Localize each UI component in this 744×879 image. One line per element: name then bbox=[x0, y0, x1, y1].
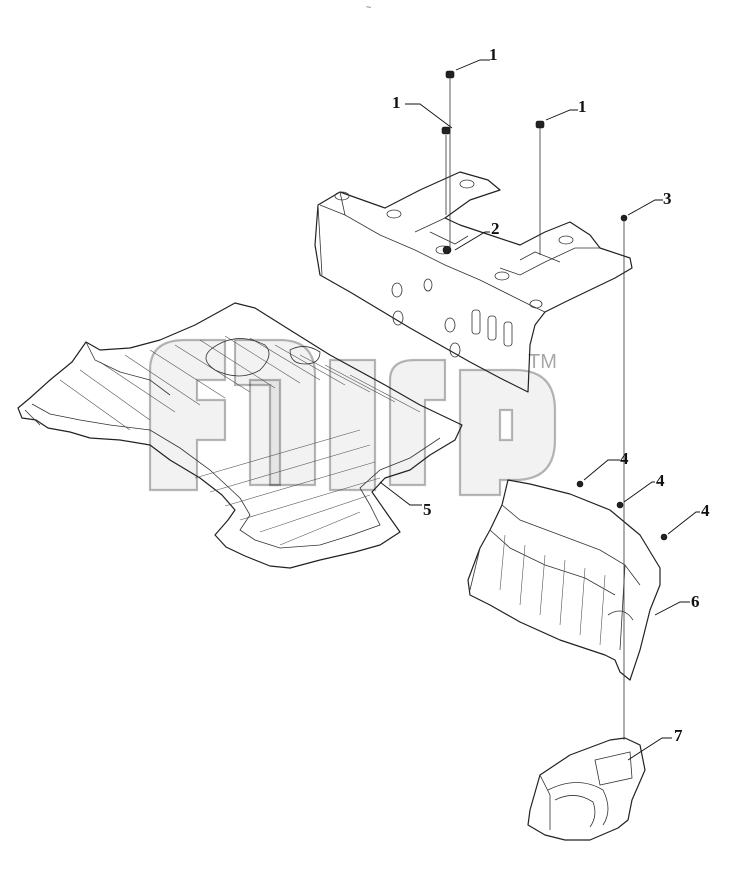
watermark-trademark: TM bbox=[528, 351, 557, 373]
callout-5: 5 bbox=[423, 500, 432, 519]
callout-3: 3 bbox=[663, 189, 672, 208]
callout-1a: 1 bbox=[489, 45, 498, 64]
leader-lines bbox=[379, 59, 700, 761]
shroud bbox=[467, 479, 661, 681]
callout-6: 6 bbox=[691, 592, 700, 611]
callout-labels: 1 1 1 3 2 4 4 4 5 6 7 bbox=[392, 45, 710, 745]
floor-mat bbox=[17, 302, 463, 569]
callout-4c: 4 bbox=[701, 501, 710, 520]
callout-2: 2 bbox=[491, 219, 500, 238]
callout-7: 7 bbox=[674, 726, 683, 745]
callout-1b: 1 bbox=[392, 93, 401, 112]
callout-1c: 1 bbox=[578, 97, 587, 116]
bracket-plate bbox=[314, 171, 633, 393]
lower-cover bbox=[527, 737, 646, 841]
header-mark: ~ bbox=[366, 2, 371, 12]
callout-4b: 4 bbox=[656, 471, 665, 490]
callout-4a: 4 bbox=[620, 449, 629, 468]
fasteners bbox=[441, 70, 668, 740]
watermark-logo: TM bbox=[148, 338, 557, 497]
